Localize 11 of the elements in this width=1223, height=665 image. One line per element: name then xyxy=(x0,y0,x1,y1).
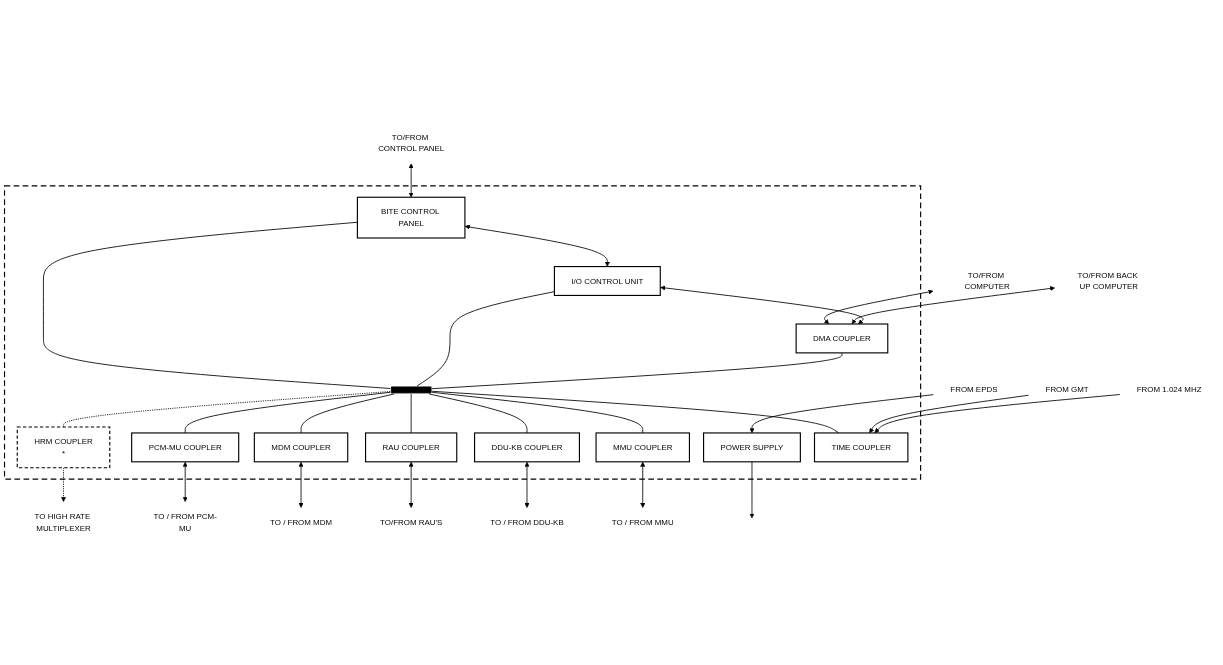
connector xyxy=(63,391,391,428)
connector xyxy=(428,393,528,434)
connector xyxy=(410,393,412,434)
connector xyxy=(431,352,843,390)
connector xyxy=(184,391,391,434)
connector xyxy=(300,393,395,434)
connector xyxy=(416,291,555,387)
cluster xyxy=(3,185,922,480)
connector xyxy=(431,391,644,434)
connector xyxy=(431,390,840,434)
connector xyxy=(43,221,391,389)
